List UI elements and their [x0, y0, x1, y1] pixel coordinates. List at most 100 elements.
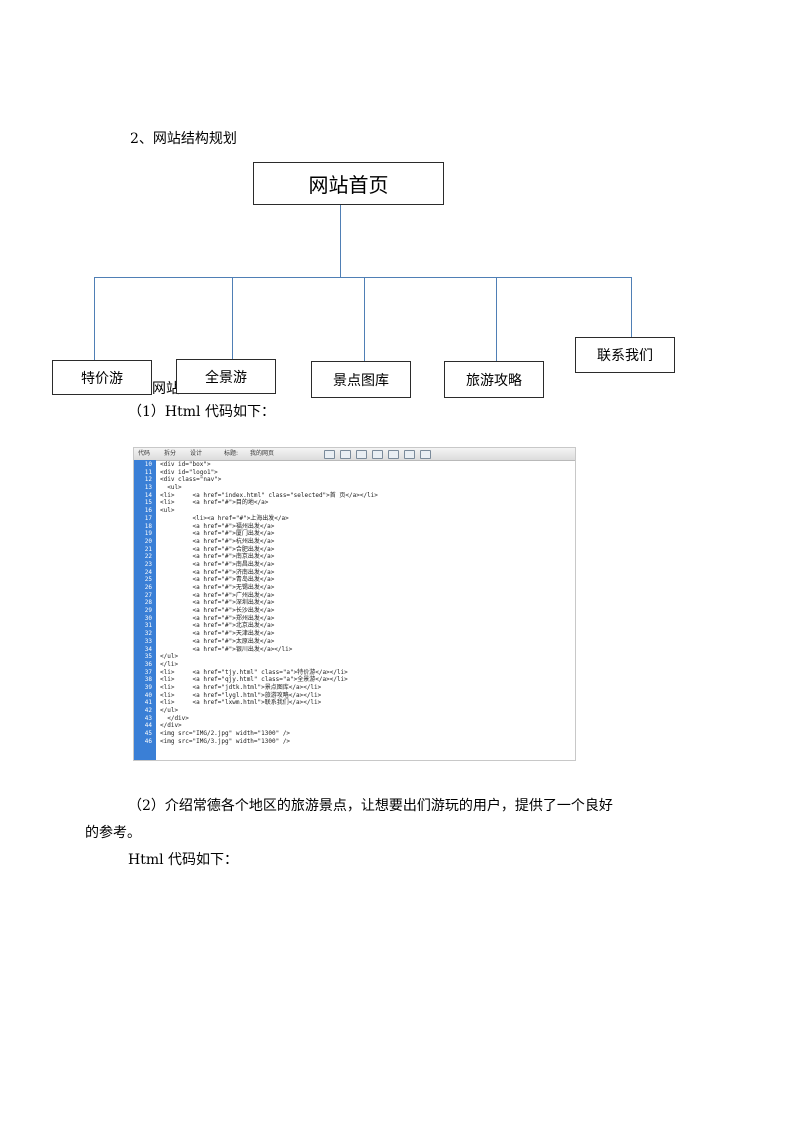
line-code: <a href="#">济南出发</a>: [160, 568, 275, 576]
code-line: 38<li> <a href="qjy.html" class="a">全景游<…: [134, 676, 575, 684]
line-code: </ul>: [160, 707, 179, 714]
code-line: 35</ul>: [134, 653, 575, 661]
line-number: 23: [144, 560, 152, 568]
line-number: 31: [144, 622, 152, 630]
toolbar-icon: [324, 450, 335, 459]
child-connector: [364, 277, 365, 362]
line-code: <a href="#">太原出发</a>: [160, 637, 275, 645]
toolbar-icon: [404, 450, 415, 459]
code-line: 10 <div id="box">: [134, 461, 575, 469]
chart-node-tejiayou: 特价游: [52, 360, 152, 395]
line-code: <li> <a href="lxwm.html">联系我们</a></li>: [160, 699, 322, 707]
chart-node-lvyougonglue: 旅游攻略: [444, 361, 544, 398]
line-code: <li> <a href="tjy.html" class="a">特价游</a…: [160, 668, 348, 676]
code-line: 29 <a href="#">长沙出发</a>: [134, 607, 575, 615]
line-number: 12: [144, 476, 152, 484]
line-code: <li> <a href="jdtk.html">景点图库</a></li>: [160, 683, 322, 691]
line-code: <a href="#">杭州出发</a>: [160, 537, 275, 545]
code-line: 28 <a href="#">深圳出发</a>: [134, 599, 575, 607]
code-line: 44 </div>: [134, 722, 575, 730]
line-number: 34: [144, 645, 152, 653]
code-line: 20 <a href="#">杭州出发</a>: [134, 538, 575, 546]
line-code: <a href="#">深圳出发</a>: [160, 599, 275, 607]
chart-root-node: 网站首页: [253, 162, 444, 205]
section-heading: 2、网站结构规划: [130, 131, 237, 147]
line-number: 35: [144, 653, 152, 661]
code-line: 36</li>: [134, 661, 575, 669]
toolbar-code-tab: 代码: [138, 450, 151, 457]
code-line: 15 <li> <a href="#">目的地</a>: [134, 499, 575, 507]
line-code: <a href="#">无锡出发</a>: [160, 584, 275, 591]
child-connector: [94, 277, 95, 362]
toolbar-title-label: 标题:: [224, 450, 239, 457]
line-number: 20: [144, 537, 152, 545]
child-connector: [496, 277, 497, 362]
line-number: 15: [144, 499, 152, 507]
line-code: </div>: [160, 722, 182, 730]
chart-node-jingdiantuku: 景点图库: [311, 361, 411, 398]
line-code: <ul>: [160, 484, 182, 492]
line-code: <a href="#">长沙出发</a>: [160, 607, 275, 615]
line-number: 16: [144, 507, 152, 515]
code-line: 12 <div class="nav">: [134, 476, 575, 484]
occluded-heading-text: 网站: [152, 381, 180, 397]
line-code: <a href="#">福州出发</a>: [160, 522, 275, 530]
code-line: 33 <a href="#">太原出发</a>: [134, 638, 575, 646]
code-editor-screenshot: 代码 拆分 设计 标题: 我的网页 10<div id="box">11<div…: [133, 447, 576, 761]
code-line: 39 <li> <a href="jdtk.html">景点图库</a></li>: [134, 684, 575, 692]
line-code: <a href="#">青岛出发</a>: [160, 576, 275, 584]
line-number: 39: [144, 683, 152, 691]
line-number: 13: [144, 484, 152, 492]
paragraph-html-code-1: （1）Html 代码如下：: [128, 404, 275, 420]
code-line: 46 <img src="IMG/3.jpg" width="1300" />: [134, 738, 575, 746]
line-code: <li> <a href="lygl.html">旅游攻略</a></li>: [160, 691, 322, 699]
line-code: <li> <a href="index.html" class="selecte…: [160, 491, 378, 499]
toolbar-split-tab: 拆分: [164, 450, 177, 457]
line-number: 44: [144, 722, 152, 730]
toolbar-icon: [420, 450, 431, 459]
toolbar-design-tab: 设计: [190, 450, 203, 457]
line-code: <img src="IMG/3.jpg" width="1300" />: [160, 737, 291, 745]
line-number: 42: [144, 707, 152, 714]
line-number: 38: [144, 676, 152, 684]
line-code: <a href="#">南京出发</a>: [160, 553, 275, 561]
line-number: 37: [144, 668, 152, 676]
line-code: <div class="nav">: [160, 476, 222, 484]
line-number: 18: [144, 522, 152, 530]
code-line: 25 <a href="#">青岛出发</a>: [134, 576, 575, 584]
line-code: <a href="#">银川出发</a></li>: [160, 645, 293, 653]
line-code: <li> <a href="#">目的地</a>: [160, 499, 269, 507]
editor-toolbar: 代码 拆分 设计 标题: 我的网页: [134, 448, 575, 461]
line-number: 10: [144, 461, 152, 468]
line-code: </div>: [160, 714, 189, 722]
line-code: <div id="box">: [160, 461, 211, 468]
line-number: 29: [144, 607, 152, 615]
line-number: 41: [144, 699, 152, 707]
line-number: 33: [144, 637, 152, 645]
line-code: <a href="#">合肥出发</a>: [160, 545, 275, 553]
code-line: 43 </div>: [134, 715, 575, 723]
line-number: 22: [144, 553, 152, 561]
toolbar-icon: [340, 450, 351, 459]
code-line: 16 <ul>: [134, 507, 575, 515]
line-code: <a href="#">北京出发</a>: [160, 622, 275, 630]
code-line: 14<li> <a href="index.html" class="selec…: [134, 492, 575, 500]
toolbar-icon: [388, 450, 399, 459]
line-number: 28: [144, 599, 152, 607]
toolbar-icon: [372, 450, 383, 459]
line-code: <ul>: [160, 507, 175, 515]
line-code: <a href="#">厦门出发</a>: [160, 530, 275, 538]
line-number: 43: [144, 714, 152, 722]
code-line: 26 <a href="#">无锡出发</a>: [134, 584, 575, 592]
code-line: 41 <li> <a href="lxwm.html">联系我们</a></li>: [134, 699, 575, 707]
code-line: 22 <a href="#">南京出发</a>: [134, 553, 575, 561]
child-connector: [631, 277, 632, 338]
line-number-gutter: [134, 460, 156, 760]
line-number: 32: [144, 630, 152, 638]
code-listing: 10<div id="box">11<div id="logo1">12<div…: [134, 461, 575, 745]
line-number: 46: [144, 737, 152, 745]
code-line: 31 <a href="#">北京出发</a>: [134, 622, 575, 630]
line-code: <li><a href="#">上海出发</a>: [160, 514, 289, 522]
code-line: 17 <li><a href="#">上海出发</a>: [134, 515, 575, 523]
line-code: </li>: [160, 660, 179, 668]
